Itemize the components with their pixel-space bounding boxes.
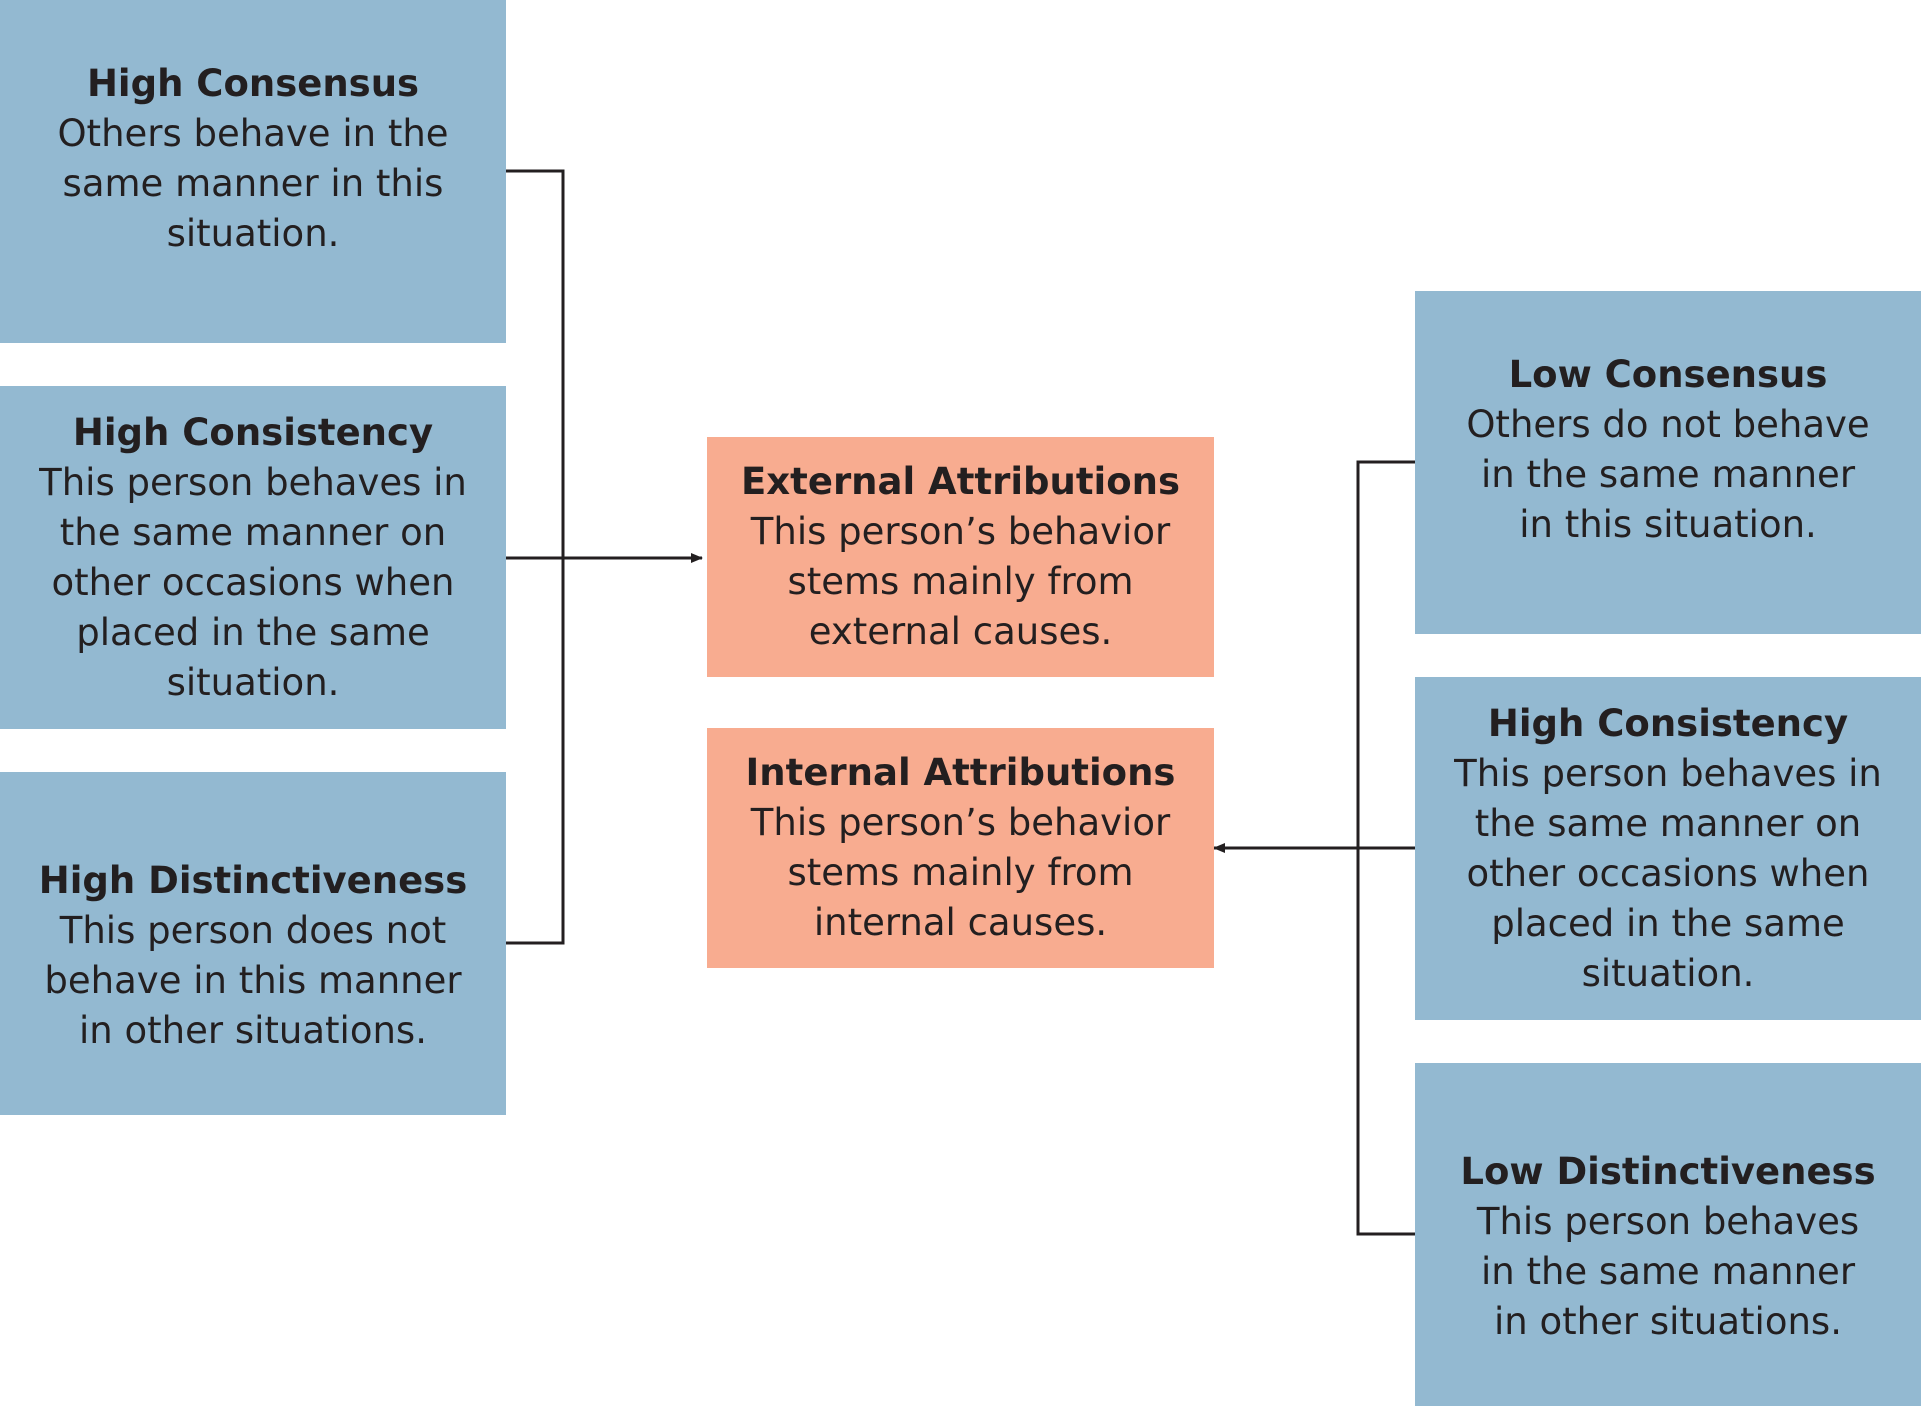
factor-description-line: placed in the same [76, 610, 430, 654]
attribution-description-line: This person’s behavior [750, 510, 1171, 553]
factor-description-line: This person behaves in [39, 460, 467, 504]
factor-description-line: in this situation. [1519, 502, 1817, 546]
attribution-title: Internal Attributions [745, 751, 1176, 794]
factor-title: High Consensus [86, 61, 420, 105]
factor-description-line: in other situations. [79, 1008, 427, 1052]
factor-description-line: situation. [166, 660, 340, 704]
factor-description-line: same manner in this [62, 161, 444, 205]
factor-description-line: This person behaves [1476, 1199, 1860, 1243]
factor-description-line: This person behaves in [1454, 751, 1882, 795]
factor-description-line: other occasions when [51, 560, 455, 604]
attribution-description-line: internal causes. [813, 901, 1108, 944]
factor-description-line: situation. [166, 211, 340, 255]
attribution-description-line: stems mainly from [787, 851, 1134, 894]
factor-description-line: other occasions when [1466, 851, 1870, 895]
factor-description-line: the same manner on [59, 510, 447, 554]
external-attributions-box: External Attributions This person’s beha… [707, 437, 1214, 677]
factor-description-line: Others do not behave [1466, 402, 1870, 446]
low-distinctiveness-box: Low Distinctiveness This person behaves … [1415, 1063, 1921, 1406]
factor-description-line: situation. [1581, 951, 1755, 995]
factor-description-line: This person does not [59, 908, 447, 952]
factor-title: Low Distinctiveness [1460, 1149, 1876, 1193]
factor-description-line: in the same manner [1480, 452, 1856, 496]
factor-description-line: in other situations. [1494, 1299, 1842, 1343]
high-distinctiveness-box: High Distinctiveness This person does no… [0, 772, 506, 1115]
low-consensus-box: Low Consensus Others do not behave in th… [1415, 291, 1921, 634]
attribution-description-line: external causes. [808, 610, 1113, 653]
factor-title: High Consistency [72, 410, 434, 454]
high-consistency-left-box: High Consistency This person behaves in … [0, 386, 506, 729]
factor-title: High Distinctiveness [38, 858, 468, 902]
factor-description-line: placed in the same [1491, 901, 1845, 945]
attribution-title: External Attributions [741, 460, 1180, 503]
factor-description-line: behave in this manner [44, 958, 462, 1002]
attribution-description-line: This person’s behavior [750, 801, 1171, 844]
factor-description-line: in the same manner [1480, 1249, 1856, 1293]
factor-title: Low Consensus [1508, 352, 1828, 396]
attribution-description-line: stems mainly from [787, 560, 1134, 603]
internal-attributions-box: Internal Attributions This person’s beha… [707, 728, 1214, 968]
high-consistency-right-box: High Consistency This person behaves in … [1415, 677, 1921, 1020]
factor-description-line: the same manner on [1474, 801, 1862, 845]
factor-title: High Consistency [1487, 701, 1849, 745]
factor-description-line: Others behave in the [57, 111, 449, 155]
high-consensus-box: High Consensus Others behave in the same… [0, 0, 506, 343]
